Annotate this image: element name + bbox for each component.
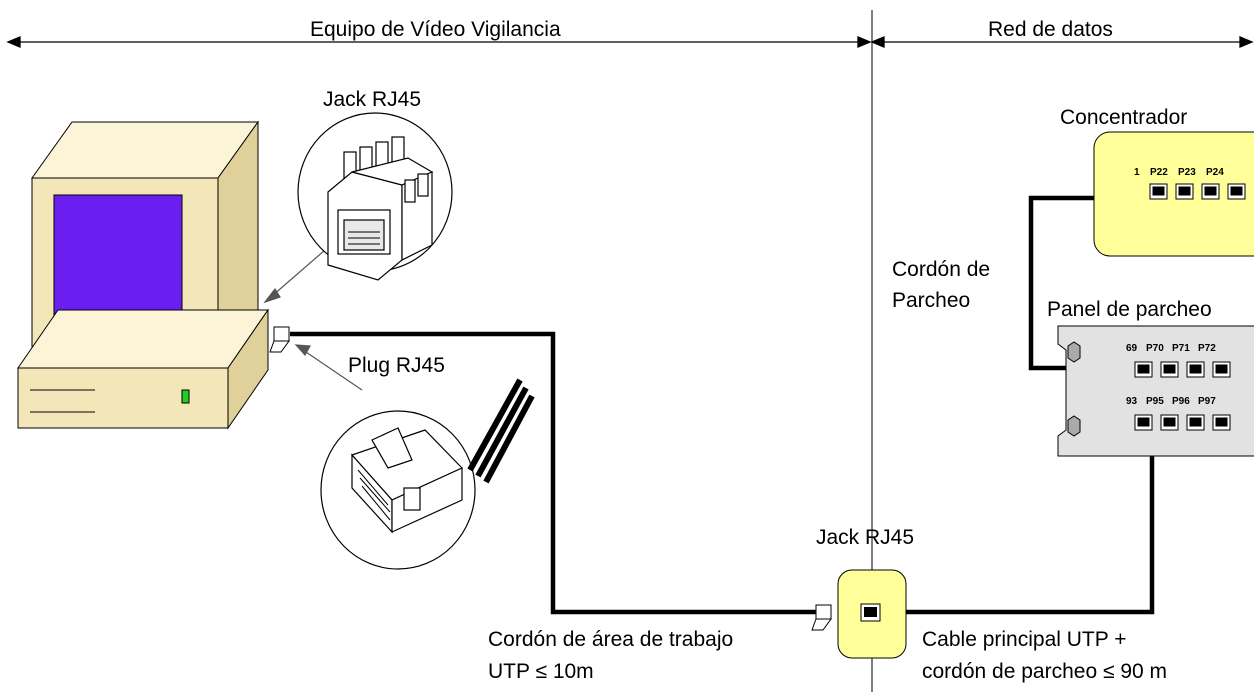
concentrador-port-label: P22: [1150, 167, 1168, 178]
cordon-parcheo-label-2: Parcheo: [892, 289, 971, 312]
panel-port-label: 69: [1126, 343, 1138, 354]
work-area-cord: [290, 331, 818, 615]
header-left-label: Equipo de Vídeo Vigilancia: [310, 18, 561, 41]
header-dimension-lines: [6, 36, 1254, 48]
base-top: [17, 309, 269, 369]
panel-port-label: P70: [1146, 343, 1164, 354]
concentrador-device: [1093, 131, 1254, 257]
panel-port-label: P71: [1172, 343, 1190, 354]
panel-port-label: P95: [1146, 396, 1164, 407]
plug-rj45-detail: [320, 378, 535, 570]
jack-rj45-detail: [297, 112, 453, 281]
pointer-arrows: [263, 249, 363, 391]
concentrador-port-label: P24: [1206, 167, 1224, 178]
base-front: [17, 367, 229, 429]
main-cable: [906, 452, 1155, 615]
jack-rj45-bottom-label: Jack RJ45: [816, 526, 915, 549]
panel-port-label: P97: [1198, 396, 1216, 407]
jack-rj45-top-label: Jack RJ45: [323, 88, 422, 111]
cordon-parcheo-label-1: Cordón de: [892, 258, 991, 281]
concentrador-port-label: 1: [1134, 167, 1140, 178]
patch-cord: [1028, 195, 1112, 371]
cables: [290, 195, 1155, 615]
panel-port-label: 93: [1126, 396, 1138, 407]
wall-jack: [837, 569, 907, 659]
cable-plugs: [269, 326, 832, 631]
computer: [17, 120, 269, 430]
concentrador-label: Concentrador: [1060, 106, 1188, 129]
main-cable-label-2: cordón de parcheo ≤ 90 m: [922, 660, 1168, 683]
patch-panel: [1057, 325, 1254, 457]
panel-parcheo-label: Panel de parcheo: [1047, 298, 1212, 321]
panel-port-label: P96: [1172, 396, 1190, 407]
work-area-cord-label-2: UTP ≤ 10m: [488, 660, 594, 683]
main-cable-label-1: Cable principal UTP +: [922, 628, 1127, 651]
power-led: [181, 389, 190, 404]
header-right-label: Red de datos: [988, 18, 1113, 41]
plug-rj45-label: Plug RJ45: [348, 354, 445, 377]
work-area-cord-label-1: Cordón de área de trabajo: [488, 628, 734, 651]
concentrador-port-label: P23: [1178, 167, 1196, 178]
panel-port-label: P72: [1198, 343, 1216, 354]
